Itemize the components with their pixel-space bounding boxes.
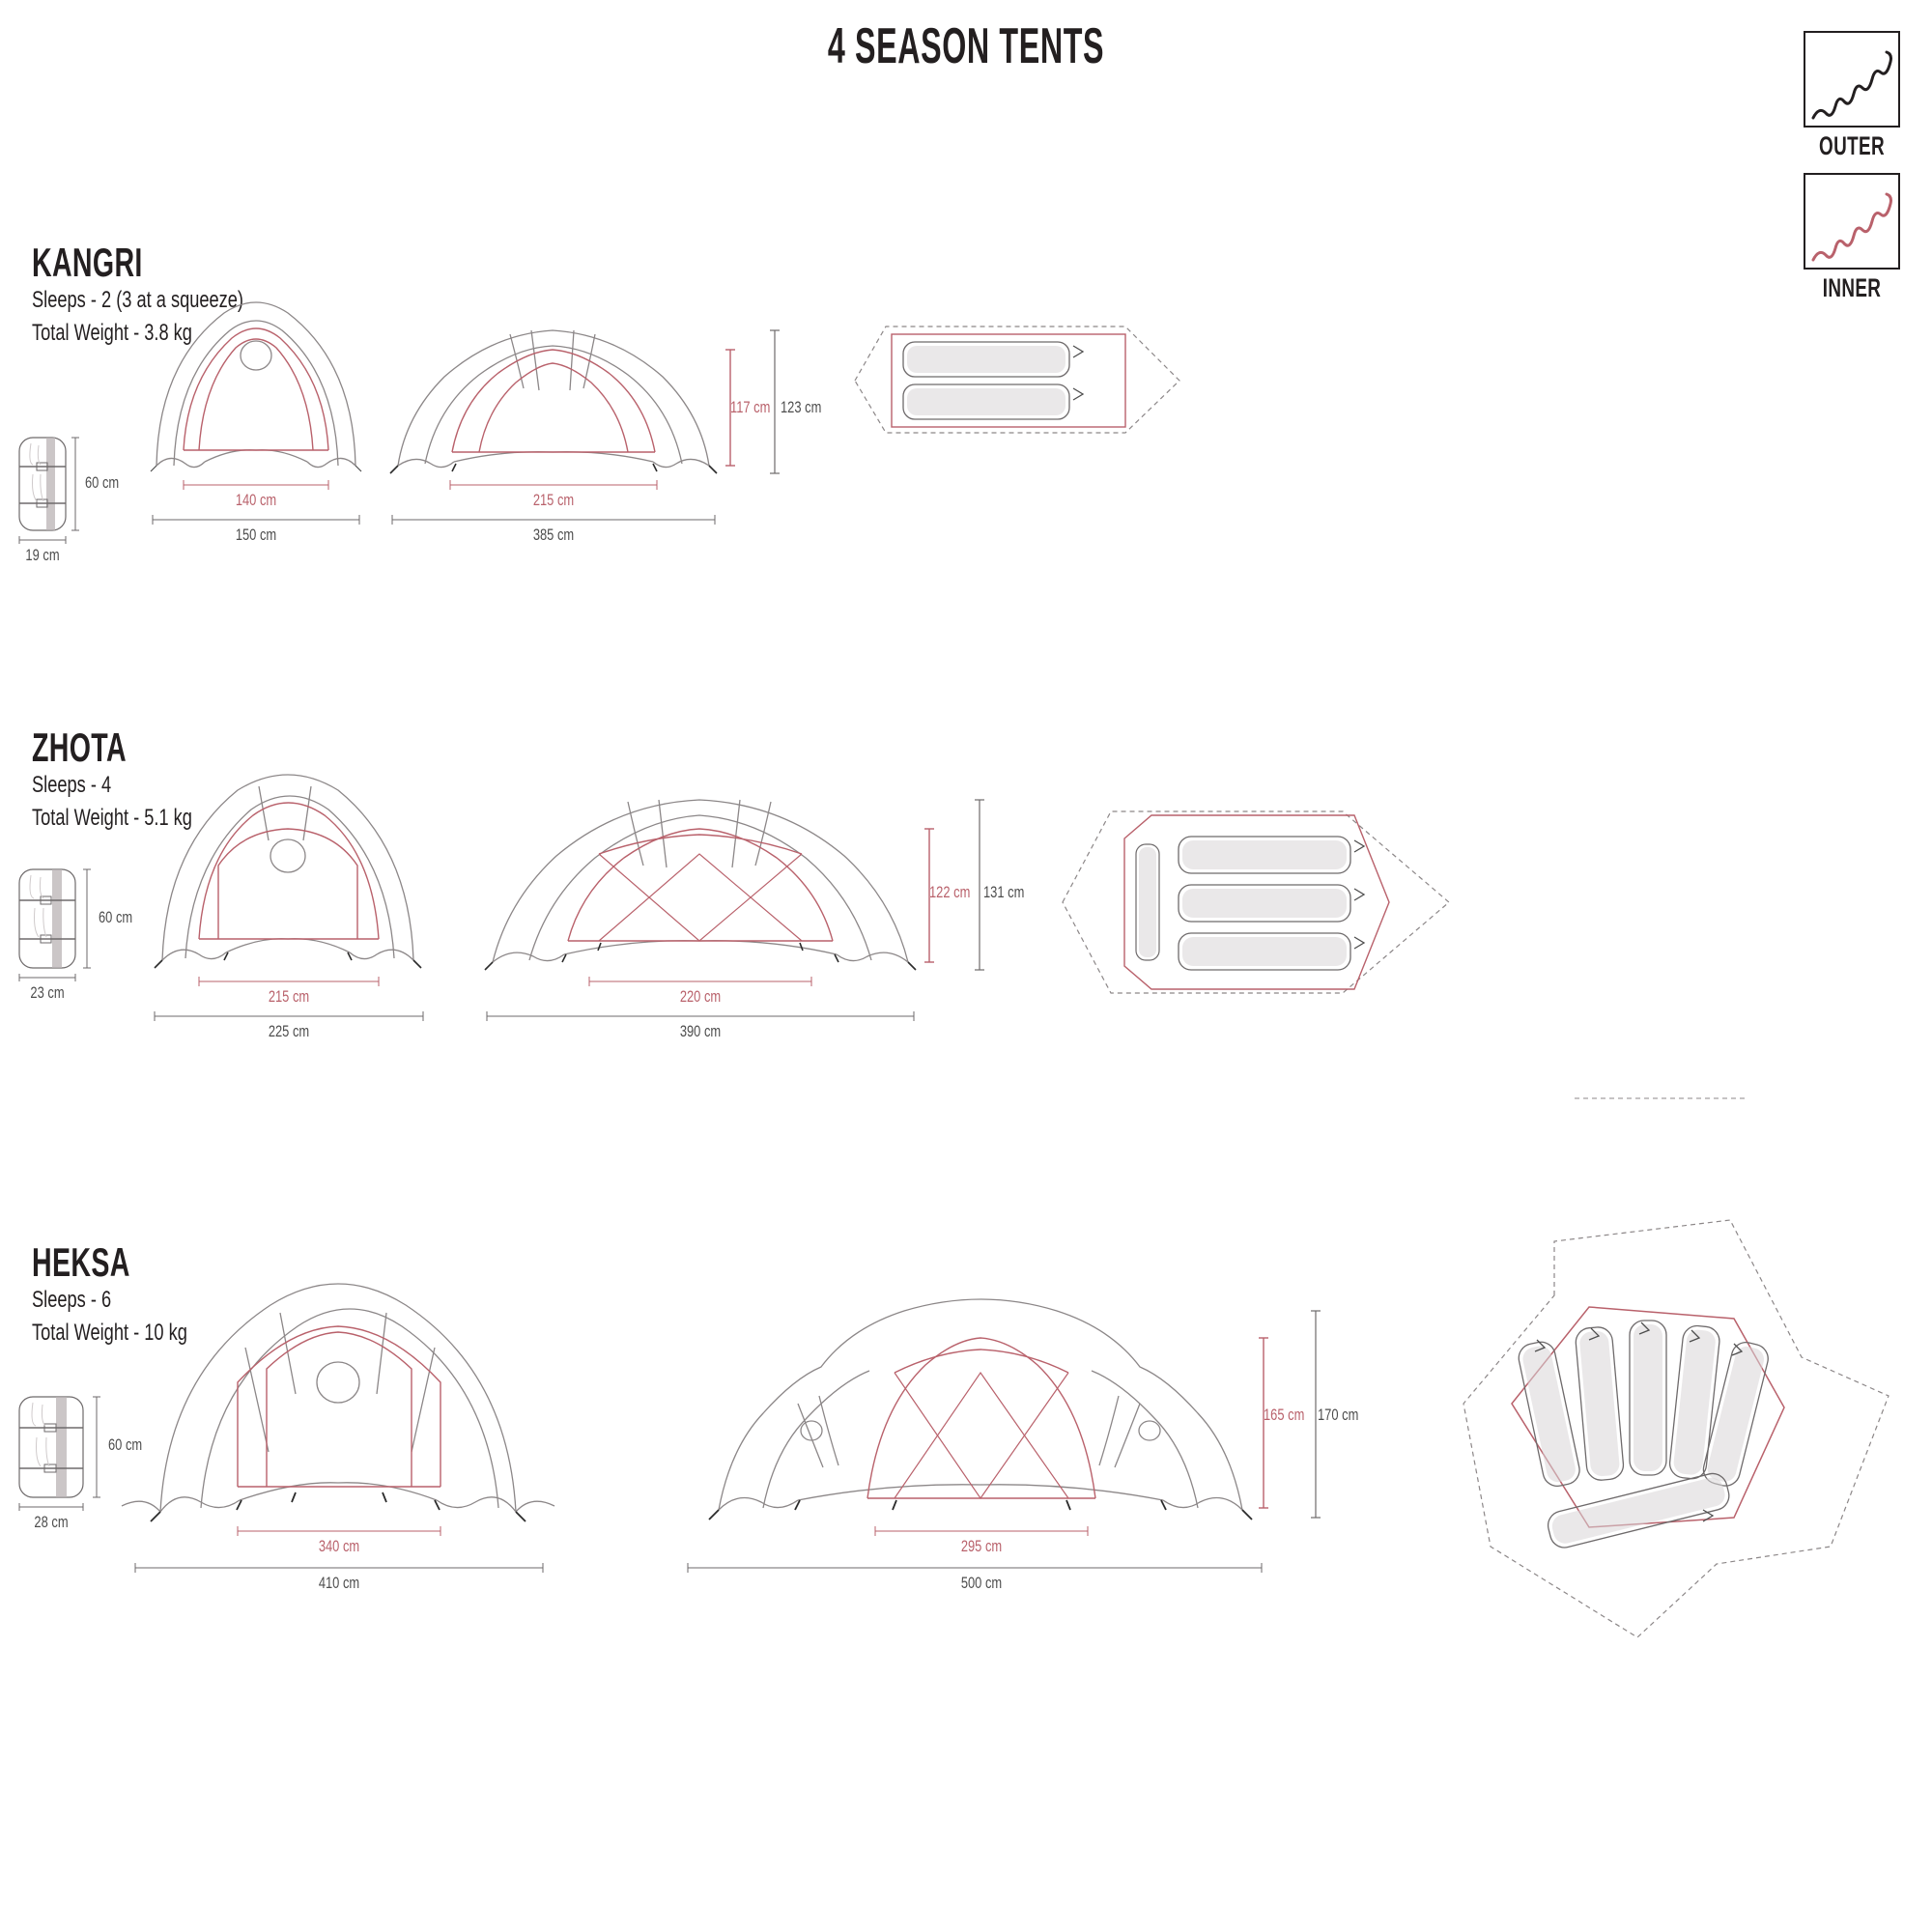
kangri-front-outer-width: 150 cm <box>235 526 277 544</box>
zhota-sleeps: Sleeps - 4 <box>32 772 112 799</box>
heksa-packed-size-drawing: 60 cm 28 cm <box>12 1391 156 1541</box>
legend-label-inner: INNER <box>1822 273 1882 302</box>
kangri-outer-height: 123 cm <box>781 398 822 416</box>
heksa-floor-plan-drawing <box>1348 1203 1927 1662</box>
kangri-front-inner-width: 140 cm <box>235 491 277 509</box>
zhota-side-inner-length: 220 cm <box>679 987 722 1006</box>
legend: OUTER INNER <box>1795 31 1909 315</box>
heksa-side-outer-length: 500 cm <box>960 1574 1003 1592</box>
kangri-inner-height: 117 cm <box>730 398 771 416</box>
zhota-side-outer-length: 390 cm <box>679 1022 722 1040</box>
zhota-packed-size-drawing: 60 cm 23 cm <box>12 862 147 1011</box>
zhota-front-inner-width: 215 cm <box>268 987 310 1006</box>
zhota-packed-height: 60 cm <box>99 908 133 926</box>
heksa-front-inner-width: 340 cm <box>318 1537 360 1555</box>
heksa-side-inner-length: 295 cm <box>960 1537 1003 1555</box>
zhota-name: ZHOTA <box>32 724 127 770</box>
zhota-front-view-drawing: 215 cm 225 cm <box>145 748 435 1040</box>
heksa-info: HEKSA Sleeps - 6 Total Weight - 10 kg <box>32 1239 237 1350</box>
zhota-weight: Total Weight - 5.1 kg <box>32 805 192 832</box>
legend-swatch-inner <box>1804 173 1900 270</box>
kangri-packed-width: 19 cm <box>25 546 60 564</box>
zhota-side-view-drawing: 220 cm 390 cm 122 cm 131 cm <box>483 748 1024 1040</box>
heksa-name: HEKSA <box>32 1239 130 1285</box>
kangri-sleeps: Sleeps - 2 (3 at a squeeze) <box>32 287 244 314</box>
zhota-packed-width: 23 cm <box>30 983 65 1002</box>
heksa-side-view-drawing: 295 cm 500 cm 165 cm 170 cm <box>687 1259 1358 1592</box>
kangri-floor-plan-drawing <box>836 288 1203 476</box>
kangri-weight: Total Weight - 3.8 kg <box>32 320 192 347</box>
kangri-name: KANGRI <box>32 240 143 285</box>
heksa-sleeps: Sleeps - 6 <box>32 1287 112 1314</box>
heksa-outer-height: 170 cm <box>1318 1406 1359 1424</box>
heksa-weight: Total Weight - 10 kg <box>32 1320 187 1347</box>
kangri-info: KANGRI Sleeps - 2 (3 at a squeeze) Total… <box>32 240 310 350</box>
kangri-packed-height: 60 cm <box>85 473 120 492</box>
zhota-outer-height: 131 cm <box>983 883 1025 901</box>
zhota-front-outer-width: 225 cm <box>268 1022 310 1040</box>
zhota-floor-plan-drawing <box>1043 782 1497 1029</box>
heksa-packed-width: 28 cm <box>34 1513 69 1531</box>
page-title: 4 SEASON TENTS <box>827 18 1105 74</box>
heksa-inner-height: 165 cm <box>1264 1406 1305 1424</box>
heksa-front-view-drawing: 340 cm 410 cm <box>121 1259 599 1592</box>
kangri-side-view-drawing: 215 cm 385 cm 117 cm 123 cm <box>386 270 821 544</box>
kangri-side-inner-length: 215 cm <box>532 491 575 509</box>
heksa-packed-height: 60 cm <box>108 1435 143 1454</box>
plan-guide-line <box>1575 1089 1748 1106</box>
heksa-front-outer-width: 410 cm <box>318 1574 360 1592</box>
kangri-packed-size-drawing: 60 cm 19 cm <box>12 430 137 570</box>
zhota-inner-height: 122 cm <box>929 883 971 901</box>
legend-swatch-outer <box>1804 31 1900 128</box>
zhota-info: ZHOTA Sleeps - 4 Total Weight - 5.1 kg <box>32 724 242 835</box>
legend-label-outer: OUTER <box>1819 131 1885 160</box>
kangri-side-outer-length: 385 cm <box>532 526 575 544</box>
kangri-front-view-drawing: 140 cm 150 cm <box>135 270 377 544</box>
